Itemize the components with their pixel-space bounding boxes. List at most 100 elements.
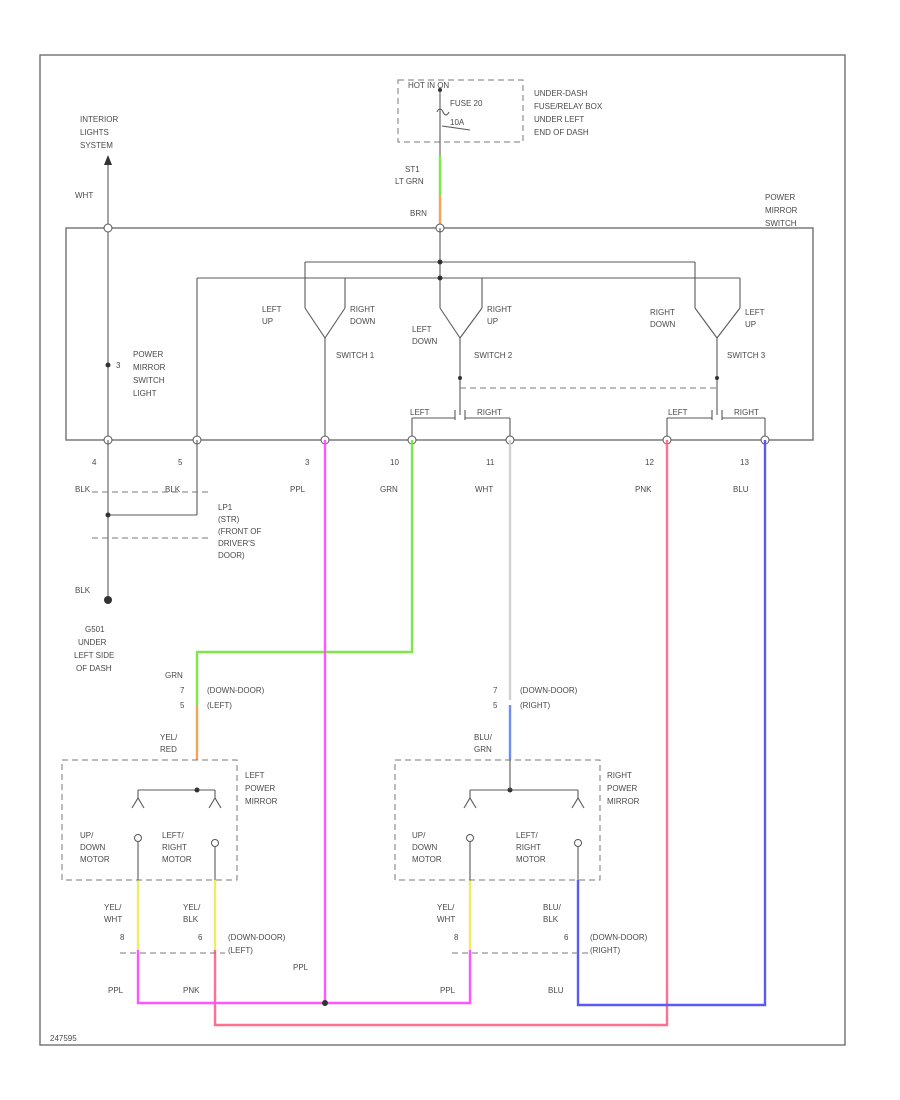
left-mirror-box <box>61 759 238 881</box>
switch-terminal <box>103 223 113 233</box>
switch-label-line: MIRROR <box>765 206 798 215</box>
pin-number: 11 <box>486 458 495 467</box>
wire-blu: BLU <box>733 485 749 494</box>
motor-label-line: MOTOR <box>162 855 192 864</box>
lower-conn-l-name: (DOWN-DOOR) <box>228 933 286 942</box>
fuse-box-line: UNDER-DASH <box>534 89 588 98</box>
sel-left-1: LEFT <box>410 408 430 417</box>
right-leftright-motor-label: LEFT/ RIGHT MOTOR <box>516 831 546 864</box>
motor-label-line: MOTOR <box>80 855 110 864</box>
yel-blk-left-label: YEL/ BLK <box>183 903 201 924</box>
sw1-left-up-label: LEFT UP <box>262 305 282 326</box>
left-conn-name: (DOWN-DOOR) <box>207 686 265 695</box>
fuse-box-line: UNDER LEFT <box>534 115 584 124</box>
mirror-label-line: POWER <box>607 784 637 793</box>
right-conn-name: (DOWN-DOOR) <box>520 686 578 695</box>
wire-grn: GRN <box>380 485 398 494</box>
right-motor-connector <box>463 796 477 809</box>
blu-wire <box>576 440 767 1007</box>
right-motor-connector <box>571 796 585 809</box>
interior-lights-line: INTERIOR <box>80 115 118 124</box>
ground-conn-line: DRIVER'S <box>218 539 255 548</box>
motor-label-line: LEFT/ <box>162 831 185 840</box>
sw-label-line: RIGHT <box>487 305 512 314</box>
sw1-name: SWITCH 1 <box>336 351 375 360</box>
wire-label-line: BLK <box>183 915 199 924</box>
sw3-right-down-label: RIGHT DOWN <box>650 308 676 329</box>
wht-top-label: WHT <box>75 191 93 200</box>
ground-line: OF DASH <box>76 664 112 673</box>
power-mirror-switch-label: POWER MIRROR SWITCH <box>765 193 798 228</box>
sw-label-line: DOWN <box>350 317 376 326</box>
fuse-icon <box>436 108 450 116</box>
sw-label-line: RIGHT <box>350 305 375 314</box>
selector-node <box>715 376 719 380</box>
sw-label-line: UP <box>262 317 273 326</box>
wire-label-line: BLK <box>543 915 559 924</box>
pin-number: 3 <box>305 458 310 467</box>
ground-line: G501 <box>85 625 105 634</box>
blu-blk-right-label: BLU/ BLK <box>543 903 562 924</box>
sw-label-line: LEFT <box>262 305 282 314</box>
lower-conn-l-pin-a: 8 <box>120 933 125 942</box>
fuse-box-line: END OF DASH <box>534 128 589 137</box>
sw2-right-up-label: RIGHT UP <box>487 305 512 326</box>
sw2-blade <box>459 307 483 339</box>
sw-label-line: UP <box>487 317 498 326</box>
yel-wht-left-label: YEL/ WHT <box>104 903 122 924</box>
sw2-left-down-label: LEFT DOWN <box>412 325 438 346</box>
interior-lights-line: LIGHTS <box>80 128 109 137</box>
left-grn-label: GRN <box>165 671 183 680</box>
mirror-label-line: RIGHT <box>607 771 632 780</box>
wire-blk-1: BLK <box>75 485 91 494</box>
left-yel-red-label: YEL/ RED <box>160 733 178 754</box>
wire-top-2: LT GRN <box>395 177 424 186</box>
bus-node <box>437 275 443 281</box>
motor-icon <box>211 839 219 847</box>
motor-icon <box>466 834 474 842</box>
fuse-box-line: FUSE/RELAY BOX <box>534 102 603 111</box>
pin-number: 5 <box>178 458 183 467</box>
wire-label-line: YEL/ <box>160 733 178 742</box>
wire-label-line: GRN <box>474 745 492 754</box>
interior-lights-line: SYSTEM <box>80 141 113 150</box>
motor-label-line: RIGHT <box>162 843 187 852</box>
left-motor-connector <box>208 796 222 809</box>
mirror-label-line: POWER <box>245 784 275 793</box>
left-leftright-motor-label: LEFT/ RIGHT MOTOR <box>162 831 192 864</box>
wire-label-line: RED <box>160 745 177 754</box>
switch-light-pin: 3 <box>116 361 121 370</box>
sw1-blade <box>324 307 346 339</box>
sw-label-line: LEFT <box>745 308 765 317</box>
bottom-ppl-1: PPL <box>108 986 124 995</box>
switch-light-line: MIRROR <box>133 363 166 372</box>
sw2-name: SWITCH 2 <box>474 351 513 360</box>
mirror-label-line: MIRROR <box>607 797 640 806</box>
sw3-blade <box>694 307 718 339</box>
ppl-bottom-wire <box>136 950 472 1005</box>
motor-label-line: MOTOR <box>516 855 546 864</box>
right-conn-sub: (RIGHT) <box>520 701 551 710</box>
right-mirror-box <box>394 759 601 881</box>
fuse-label: FUSE 20 <box>450 99 483 108</box>
switch-light-label: POWER MIRROR SWITCH LIGHT <box>133 350 166 398</box>
ground-conn-line: LP1 <box>218 503 233 512</box>
bottom-blu: BLU <box>548 986 564 995</box>
pin-number: 4 <box>92 458 97 467</box>
splice-node <box>322 1000 328 1006</box>
sw2-blade <box>439 307 461 339</box>
left-mirror-label: LEFT POWER MIRROR <box>245 771 278 806</box>
left-motor-connector <box>131 796 145 809</box>
pin-numbers: 4 5 3 10 11 12 13 <box>92 458 749 467</box>
sw3-left-up-label: LEFT UP <box>745 308 765 329</box>
lower-conn-r-pin-b: 6 <box>564 933 569 942</box>
wire-label-line: WHT <box>437 915 455 924</box>
right-conn-pin-a: 7 <box>493 686 498 695</box>
motor-label-line: UP/ <box>80 831 94 840</box>
right-blu-grn-label: BLU/ GRN <box>474 733 493 754</box>
pin-number: 10 <box>390 458 399 467</box>
switch-light-line: SWITCH <box>133 376 165 385</box>
motor-label-line: LEFT/ <box>516 831 539 840</box>
wire-top-1: ST1 <box>405 165 420 174</box>
wire-label-line: YEL/ <box>437 903 455 912</box>
